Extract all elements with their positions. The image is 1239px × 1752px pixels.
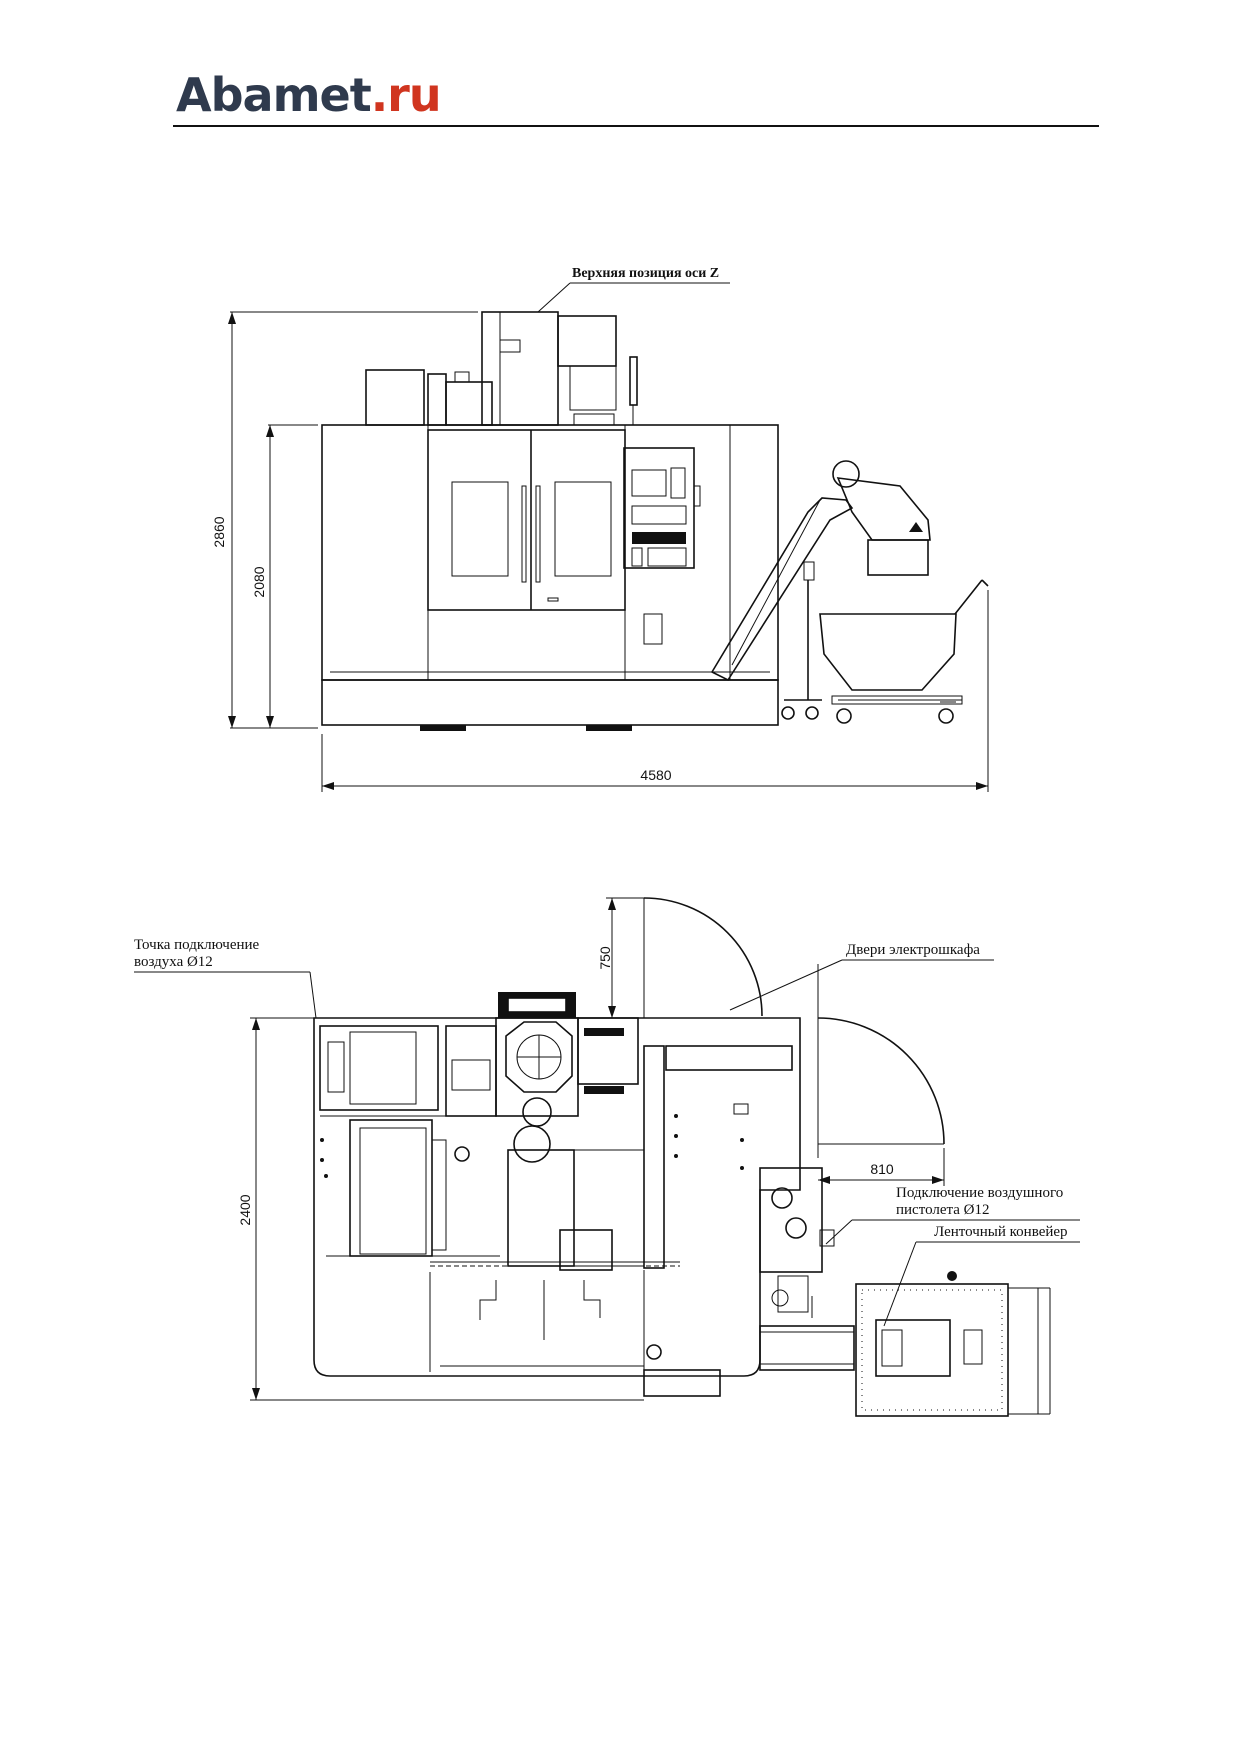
door-window-right: [554, 481, 612, 577]
dim-enclosure-height: 2080: [251, 566, 267, 597]
dim-depth: 2400: [237, 1194, 253, 1225]
label-air-gun-line1: Подключение воздушного: [896, 1185, 1063, 1201]
table-top-view: [349, 1119, 433, 1257]
machine-base: [321, 679, 779, 726]
logo-main-text: Abamet: [176, 68, 372, 122]
electrical-unit-top-left: [319, 1025, 439, 1111]
door-handle-right: [535, 485, 541, 583]
door-swing-arc-top: [643, 897, 763, 1017]
sliding-doors: [427, 429, 626, 611]
front-view: Верхняя позиция оси Z 2860 2080 4580: [211, 266, 989, 792]
spindle-top-view: [522, 1097, 552, 1127]
cart-wheel-left: [836, 708, 852, 724]
tool-changer: [495, 1017, 579, 1117]
rear-box: [643, 1369, 721, 1397]
machine-enclosure: [321, 424, 779, 681]
door-handle-left: [521, 485, 527, 583]
top-cabinet-2: [445, 381, 493, 426]
electrical-cabinet: [759, 1167, 823, 1273]
abamet-logo[interactable]: Abamet.ru: [176, 72, 442, 118]
dim-total-height: 2860: [211, 516, 227, 547]
label-air-point-line2: воздуха Ø12: [134, 954, 213, 970]
dim-total-width: 4580: [640, 767, 671, 783]
dim-door-swing-side: 810: [870, 1161, 894, 1177]
conveyor-top-view: [759, 1325, 855, 1371]
label-conveyor: Ленточный конвейер: [934, 1224, 1068, 1240]
machine-outline-top: [313, 1017, 801, 1377]
tool-magazine: [505, 1021, 573, 1093]
leveling-foot-right: [586, 725, 632, 731]
dim-door-swing-top: 750: [597, 946, 613, 970]
label-air-point-line1: Точка подключение: [134, 937, 260, 953]
top-view: Точка подключение воздуха Ø12 Двери элек…: [134, 897, 1080, 1417]
chip-cart: [819, 613, 957, 691]
conveyor-drop: [867, 539, 929, 576]
leveling-foot-left: [420, 725, 466, 731]
conveyor-motor: [832, 460, 860, 488]
column-top-view: [507, 1149, 575, 1267]
cart-wheel-right: [938, 708, 954, 724]
coolant-tank: [577, 1017, 639, 1085]
chip-cart-top-view: [855, 1283, 1009, 1417]
door-swing-arc-side: [817, 1017, 945, 1145]
spindle-motor: [557, 315, 617, 367]
cnc-control-panel: [623, 447, 695, 569]
conveyor-head: [836, 477, 931, 541]
spindle-head: [481, 311, 559, 426]
conveyor-motor-top: [875, 1319, 951, 1377]
label-air-gun-line2: пистолета Ø12: [896, 1202, 990, 1218]
label-cabinet-doors: Двери электрошкафа: [846, 942, 980, 958]
front-panel-rail: [643, 1045, 665, 1269]
chip-conveyor: [710, 497, 854, 682]
door-window-left: [451, 481, 509, 577]
control-screen: [631, 469, 667, 497]
top-cabinet-1: [365, 369, 425, 426]
hydraulic-unit: [445, 1025, 497, 1117]
label-z-axis-top: Верхняя позиция оси Z: [572, 266, 719, 281]
header-divider: [173, 125, 1099, 127]
logo-domain-text: .ru: [370, 68, 442, 122]
signal-tower: [629, 356, 638, 406]
